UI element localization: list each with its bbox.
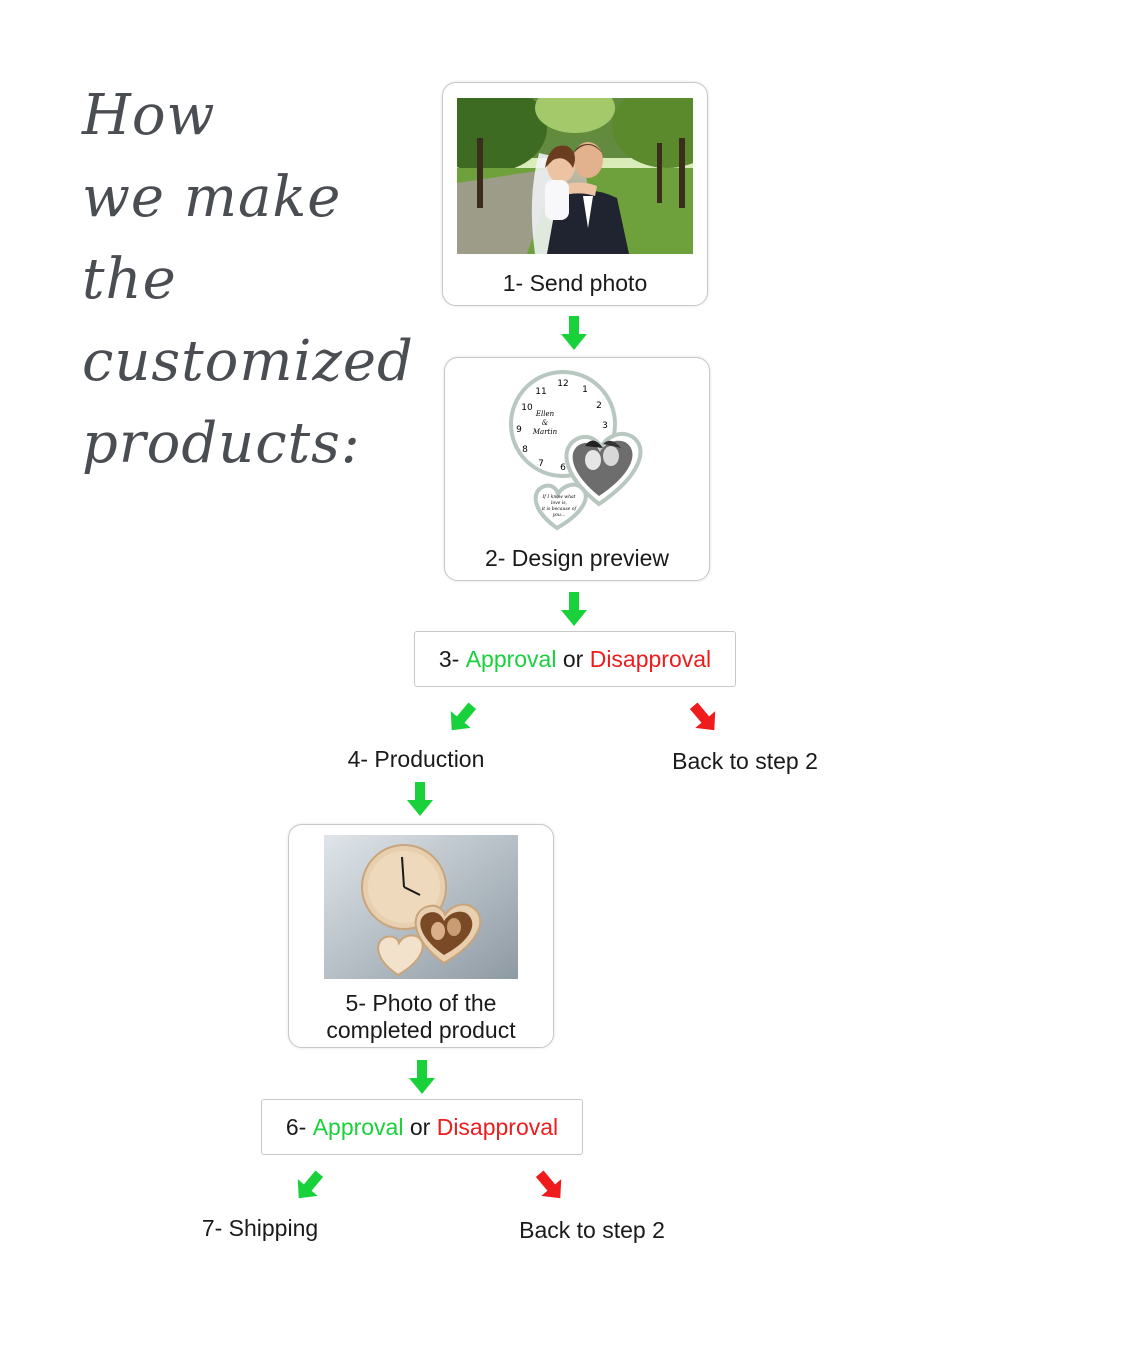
- clock-number-1: 1: [582, 385, 588, 395]
- clock-number-12: 12: [557, 379, 568, 389]
- step-3-approval: Approval: [465, 645, 557, 672]
- clock-design-preview: 12 1 2 3 6 7 8 9 10 11 Ellen & Martin If…: [509, 370, 643, 531]
- couple-photo: [457, 98, 693, 254]
- clock-number-10: 10: [521, 403, 533, 413]
- title-line-3: the: [82, 247, 177, 312]
- clock-number-3: 3: [602, 421, 608, 431]
- step-3-or: or: [556, 645, 590, 672]
- step-7-label: 7- Shipping: [201, 1215, 319, 1241]
- clock-number-2: 2: [596, 401, 602, 411]
- step-1-card: 1- Send photo: [442, 82, 708, 306]
- clock-number-8: 8: [522, 445, 528, 455]
- title-line-1: How: [82, 83, 216, 148]
- step-2-label: 2- Design preview: [484, 545, 670, 571]
- engraved-ampersand: &: [542, 419, 548, 427]
- wooden-clock-photo: [324, 835, 518, 979]
- clock-number-9: 9: [516, 425, 522, 435]
- clock-number-11: 11: [535, 387, 546, 397]
- step-5-card: 5- Photo of the completed product: [288, 824, 554, 1048]
- title-line-2: we make: [82, 165, 342, 230]
- step-6-approval: Approval: [312, 1113, 404, 1140]
- green-arrow-down-icon: [561, 592, 587, 626]
- title-line-4: customized: [82, 329, 414, 394]
- step-6-prefix: 6-: [285, 1113, 313, 1140]
- quote-line-2: love is,: [551, 500, 568, 506]
- green-arrow-down-icon: [409, 1060, 435, 1094]
- step-4-label: 4- Production: [347, 746, 485, 772]
- step-3-disapproval: Disapproval: [589, 645, 712, 672]
- step-1-label: 1- Send photo: [502, 270, 648, 296]
- quote-line-3: it is because of: [542, 506, 578, 512]
- green-arrow-down-icon: [561, 316, 587, 350]
- step-6-or: or: [403, 1113, 437, 1140]
- step-5-label-line-1: 5- Photo of the: [345, 990, 497, 1016]
- red-arrow-down-right-icon: [689, 702, 716, 731]
- quote-line-1: If I know what: [542, 494, 576, 500]
- green-arrow-down-left-icon: [450, 702, 477, 731]
- clock-number-7: 7: [538, 459, 544, 469]
- couple-photo-illustration: [457, 98, 693, 254]
- quote-line-4: you...: [552, 513, 566, 518]
- step-2-card: 12 1 2 3 6 7 8 9 10 11 Ellen & Martin If…: [444, 357, 710, 581]
- step-3-prefix: 3-: [438, 645, 466, 672]
- step-4-back-label: Back to step 2: [672, 748, 818, 774]
- step-5-label-line-2: completed product: [326, 1017, 516, 1043]
- title-line-5: products:: [82, 411, 361, 476]
- step-7-back-label: Back to step 2: [519, 1217, 665, 1243]
- step-6-disapproval: Disapproval: [436, 1113, 559, 1140]
- engraved-name-2: Martin: [532, 428, 558, 436]
- clock-number-6: 6: [560, 463, 566, 473]
- red-arrow-down-right-icon: [535, 1170, 562, 1199]
- step-3-decision-box: 3- Approval or Disapproval: [414, 631, 736, 687]
- engraved-name-1: Ellen: [535, 410, 555, 418]
- step-6-decision-box: 6- Approval or Disapproval: [261, 1099, 583, 1155]
- green-arrow-down-icon: [407, 782, 433, 816]
- green-arrow-down-left-icon: [297, 1170, 324, 1199]
- product-photo: [324, 835, 518, 979]
